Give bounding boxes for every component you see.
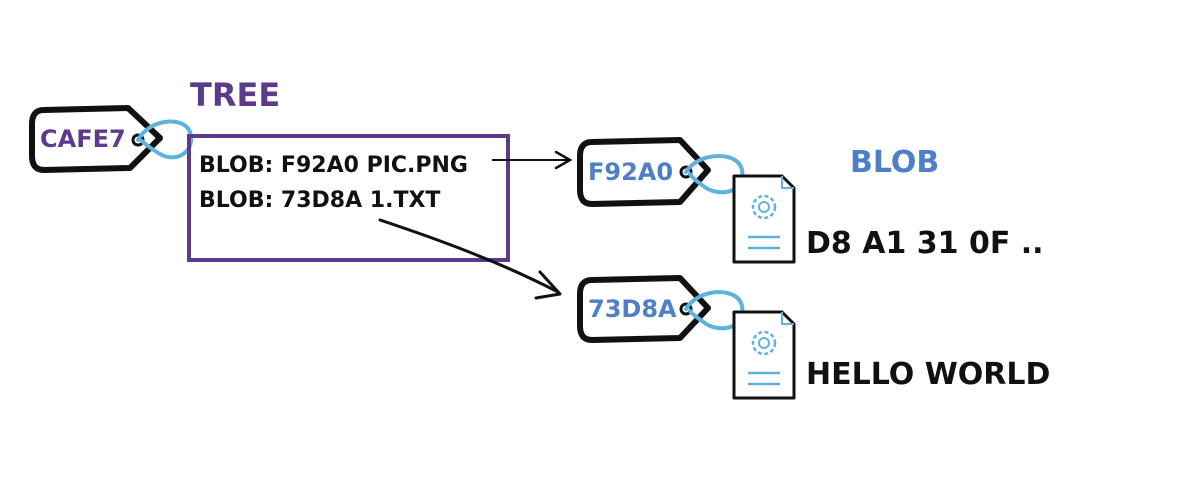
blob-content-1: D8 A1 31 0F .. bbox=[806, 226, 1044, 261]
tree-entry-1: BLOB: F92A0 PIC.PNG bbox=[199, 153, 468, 178]
tag-icon bbox=[577, 275, 711, 343]
blob-tag-2: 73D8A bbox=[577, 275, 745, 343]
blob-tag-id-1: F92A0 bbox=[588, 158, 673, 186]
document-gear-icon bbox=[732, 310, 796, 400]
tree-tag: CAFE7 bbox=[29, 105, 194, 173]
blob-tag-id-2: 73D8A bbox=[588, 295, 677, 323]
arrow-to-73d8a bbox=[378, 218, 562, 300]
blob-content-2: HELLO WORLD bbox=[806, 357, 1050, 392]
tree-heading: TREE bbox=[190, 76, 280, 114]
tag-icon bbox=[577, 137, 711, 207]
tree-entry-2: BLOB: 73D8A 1.TXT bbox=[199, 188, 440, 213]
tag-string bbox=[136, 119, 194, 160]
tag-icon bbox=[29, 105, 163, 173]
blob-heading: BLOB bbox=[850, 145, 939, 180]
document-gear-icon bbox=[732, 174, 796, 264]
tree-box bbox=[187, 134, 510, 262]
blob-tag-1: F92A0 bbox=[577, 137, 745, 207]
arrow-to-f92a0 bbox=[492, 150, 573, 170]
tree-tag-id: CAFE7 bbox=[40, 125, 126, 153]
